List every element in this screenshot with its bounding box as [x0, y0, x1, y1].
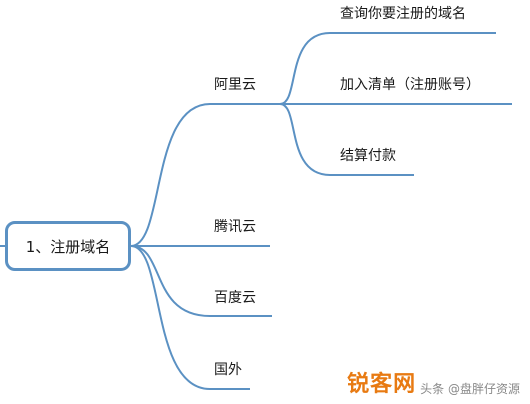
- connector-root-baidu: [130, 245, 272, 317]
- child-query-domain-label: 查询你要注册的域名: [340, 6, 466, 22]
- connector-root-abroad: [130, 245, 250, 390]
- child-checkout-label: 结算付款: [340, 148, 396, 164]
- child-add-cart-label: 加入清单（注册账号）: [340, 77, 480, 93]
- root-node-label: 1、注册域名: [25, 237, 111, 256]
- connector-root-aliyun: [130, 103, 280, 247]
- branch-abroad-label: 国外: [214, 362, 242, 378]
- watermark: 锐客网 头条 @盘胖仔资源: [347, 374, 520, 396]
- watermark-logo: 锐客网: [347, 372, 417, 397]
- connector-aliyun-pay: [279, 103, 414, 176]
- branch-aliyun-label: 阿里云: [214, 77, 256, 93]
- connector-aliyun-query: [279, 32, 496, 105]
- branch-baidu-label: 百度云: [214, 290, 256, 306]
- watermark-text: 头条 @盘胖仔资源: [420, 381, 520, 396]
- branch-tencent-label: 腾讯云: [214, 219, 256, 235]
- root-node: 1、注册域名: [5, 221, 131, 271]
